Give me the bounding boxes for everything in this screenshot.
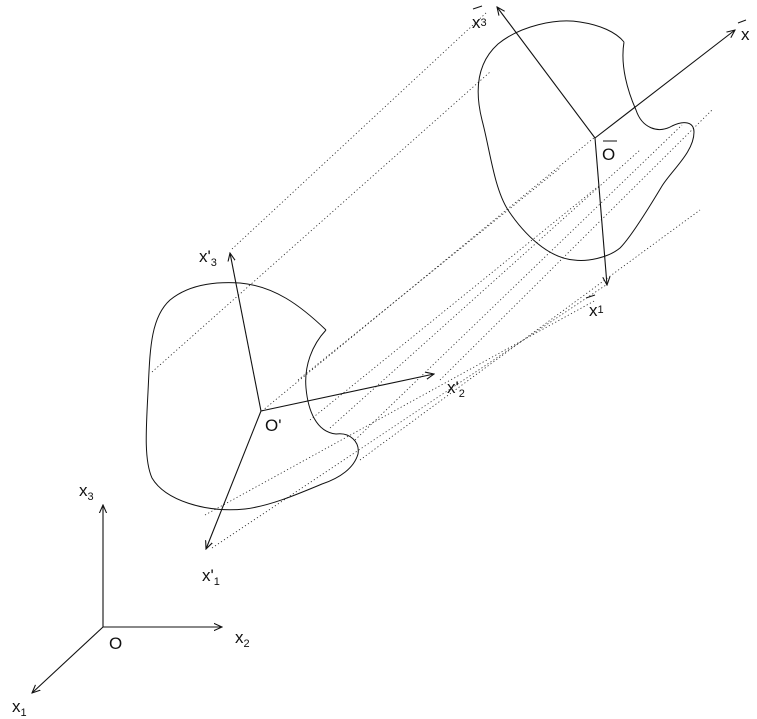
fixed-x2-label: x2 [235,628,250,650]
fixed-x1-sub: 1 [21,707,27,719]
projection-line [261,136,596,412]
intermediate-x2-axis [260,374,434,412]
intermediate-x3-sub: 3 [211,257,217,269]
intermediate-x3-label: x'3 [199,247,217,269]
body-x-base: x [741,25,750,44]
fixed-x2-base: x [235,628,244,647]
projection-line [151,71,491,373]
projection-lines [151,11,713,549]
body-x1-base: x [589,301,598,320]
intermediate-x3-base: x' [199,247,211,266]
body-x-overbar [737,19,747,24]
fixed-x3-label: x3 [79,481,94,503]
intermediate-origin-label: O' [265,416,281,435]
projection-line [359,209,701,461]
body-x1-label: x1 [589,301,604,320]
body-x1-axis [594,137,607,285]
projection-line [354,124,683,441]
body-outline-final [477,20,695,261]
projection-line [204,299,597,516]
projection-line [439,109,713,381]
fixed-x1-base: x [12,697,21,716]
fixed-frame [32,505,222,693]
intermediate-x3-axis [230,253,262,412]
body-x-axis [594,30,735,139]
intermediate-x1-axis [206,410,262,549]
fixed-x3-base: x [79,481,88,500]
intermediate-x1-sub: 1 [214,576,220,588]
body-origin-label: O [602,145,615,164]
intermediate-frame [206,253,434,549]
body-x3-base: x [472,13,481,32]
body-x3-sub: 3 [481,17,487,29]
projection-line [297,167,561,381]
fixed-origin-label: O [109,634,122,653]
fixed-x3-sub: 3 [88,491,94,503]
body-outline-intermediate [145,282,359,511]
fixed-x1-label: x1 [12,697,27,719]
projection-line [329,149,641,429]
body-x3-axis [497,7,596,139]
projection-line [309,184,601,421]
intermediate-x2-label: x'2 [447,378,465,400]
projection-line [231,11,488,250]
body-frame [497,7,735,285]
intermediate-x2-sub: 2 [459,388,465,400]
body-x-label: x [741,25,750,44]
intermediate-x1-label: x'1 [202,566,220,588]
intermediate-x2-base: x' [447,378,459,397]
fixed-x2-sub: 2 [244,638,250,650]
body-x1-overbar [585,294,596,299]
body-x1-sub: 1 [598,304,604,316]
intermediate-x1-base: x' [202,566,214,585]
body-x3-label: x3 [472,13,487,32]
body-x3-overbar [472,5,483,10]
fixed-x1-axis [32,626,104,693]
